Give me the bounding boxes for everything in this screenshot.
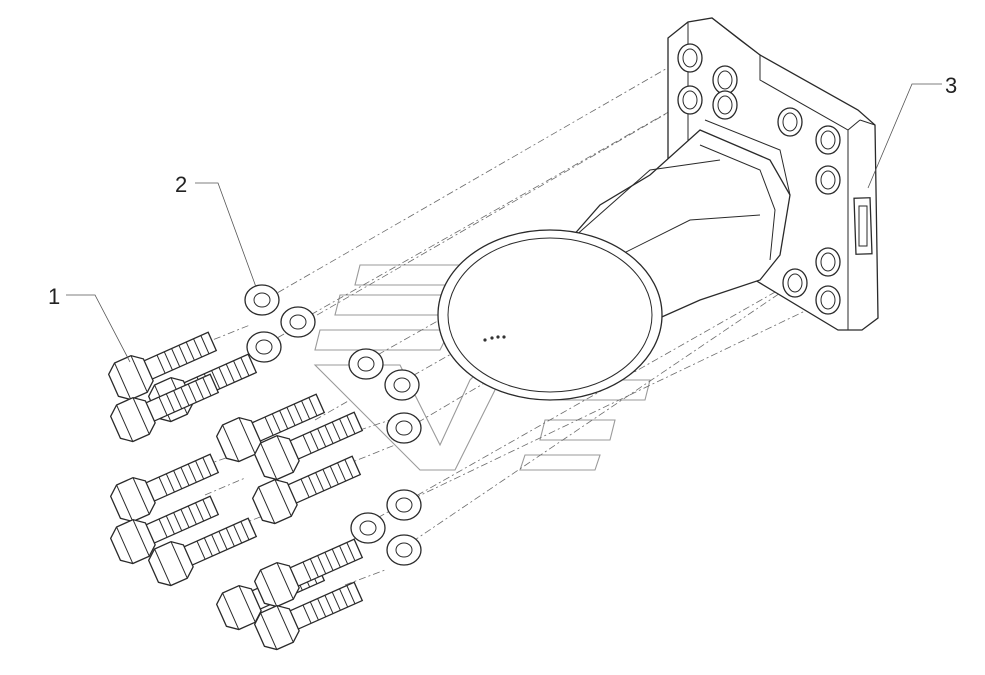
bolt	[253, 581, 364, 651]
bolt-group	[107, 331, 364, 651]
washer-group	[244, 284, 422, 566]
bolt	[147, 517, 258, 587]
callout-label-bolt: 1	[48, 284, 60, 309]
bracket-part	[437, 17, 879, 401]
washer	[246, 331, 282, 363]
bolt	[253, 411, 364, 481]
bolt	[109, 373, 220, 443]
washer	[350, 512, 386, 544]
bolt	[109, 495, 220, 565]
washer	[384, 369, 420, 401]
bolt	[215, 393, 326, 463]
washer	[280, 306, 316, 338]
washer	[244, 284, 280, 316]
washer	[348, 348, 384, 380]
bolt	[107, 331, 218, 401]
bolt	[251, 455, 362, 525]
bracket-holes	[677, 43, 841, 315]
callout-label-washer: 2	[175, 172, 187, 197]
callout-leaders	[66, 83, 942, 363]
bolt	[109, 453, 220, 523]
washer	[386, 489, 422, 521]
washer	[386, 534, 422, 566]
callout-label-bracket: 3	[945, 73, 957, 98]
bolt	[253, 538, 364, 608]
washer	[386, 412, 422, 444]
